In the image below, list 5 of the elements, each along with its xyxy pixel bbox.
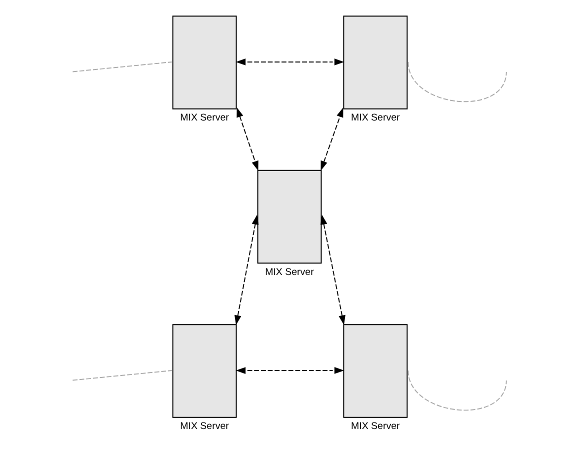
node-label: MIX Server bbox=[180, 112, 229, 124]
node-label: MIX Server bbox=[351, 421, 400, 432]
node-label: MIX Server bbox=[180, 421, 229, 432]
node-label: MIX Server bbox=[351, 112, 400, 124]
node-label: MIX Server bbox=[265, 266, 314, 278]
